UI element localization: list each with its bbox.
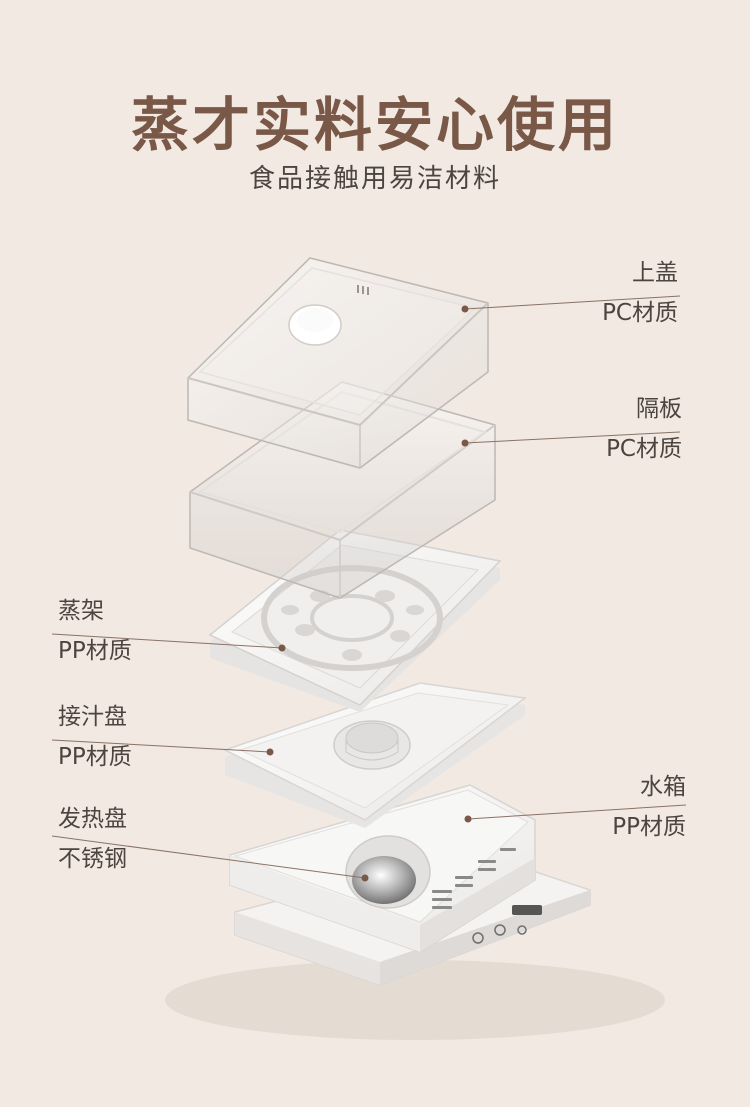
label-drip-tray: 接汁盘 PP材质	[58, 706, 132, 769]
label-lid: 上盖 PC材质	[602, 262, 678, 325]
part-material: PP材质	[58, 744, 132, 770]
water-tank-part	[165, 784, 665, 1040]
part-material: PP材质	[58, 638, 132, 664]
label-heating-plate: 发热盘 不锈钢	[58, 808, 127, 871]
part-material: 不锈钢	[58, 846, 127, 872]
part-name: 水箱	[640, 774, 686, 800]
part-material: PC材质	[606, 436, 682, 462]
leader-lines	[51, 295, 687, 882]
drip-tray-part	[223, 682, 527, 828]
label-steam-rack: 蒸架 PP材质	[58, 600, 132, 663]
lid-part	[187, 257, 489, 469]
part-name: 发热盘	[58, 806, 127, 832]
part-name: 上盖	[632, 260, 678, 286]
label-divider: 隔板 PC材质	[606, 398, 682, 461]
part-material: PP材质	[612, 814, 686, 840]
part-name: 接汁盘	[58, 704, 127, 730]
page-title: 蒸才实料安心使用	[130, 91, 619, 159]
part-name: 蒸架	[58, 598, 104, 624]
part-material: PC材质	[602, 300, 678, 326]
page-subtitle: 食品接触用易洁材料	[248, 164, 501, 194]
part-name: 隔板	[636, 396, 682, 422]
label-water-tank: 水箱 PP材质	[612, 776, 686, 839]
